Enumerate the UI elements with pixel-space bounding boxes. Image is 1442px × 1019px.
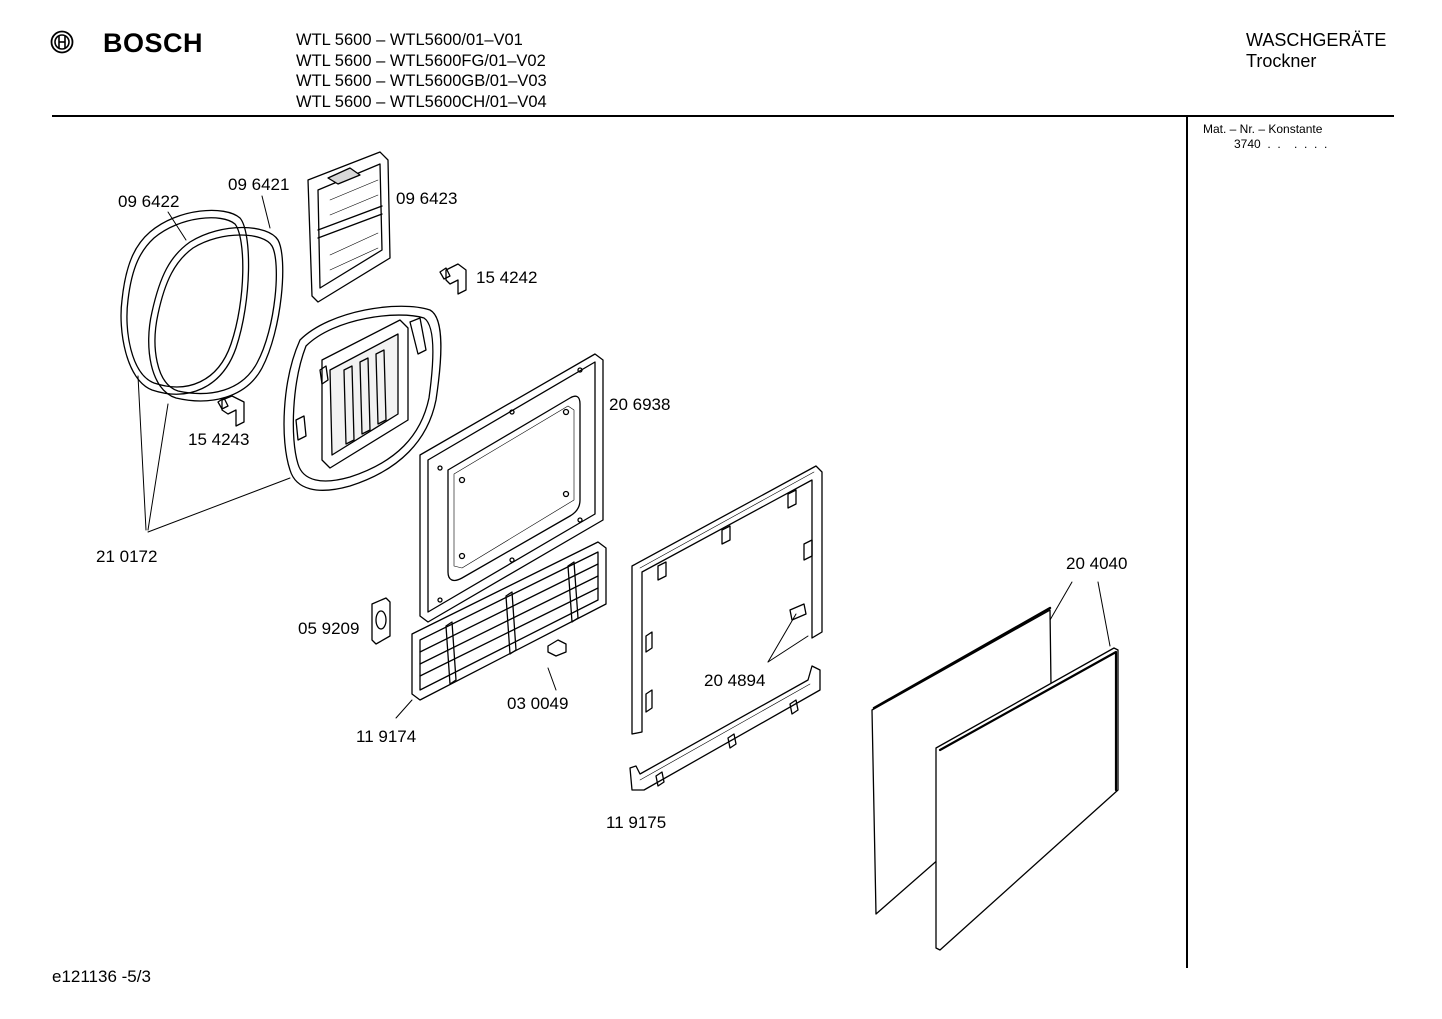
part-label-119174: 11 9174 — [356, 727, 417, 746]
category-title: WASCHGERÄTE — [1246, 30, 1387, 50]
part-label-204894: 20 4894 — [704, 671, 766, 690]
door-seal-outer — [120, 209, 250, 395]
door-seal-inner — [148, 226, 284, 402]
bottom-rail — [629, 665, 821, 791]
door-mount-frame — [631, 465, 823, 735]
category-block: WASCHGERÄTE Trockner — [1246, 30, 1386, 72]
material-constant-value: 3740 . . . . . . — [1234, 137, 1328, 151]
part-label-030049: 03 0049 — [507, 694, 569, 713]
front-panel — [419, 353, 604, 623]
subcategory-title: Trockner — [1246, 51, 1317, 71]
leader-lines — [137, 195, 1111, 719]
part-label-154242: 15 4242 — [476, 268, 538, 287]
part-label-096421: 09 6421 — [228, 175, 290, 194]
part-label-096423: 09 6423 — [396, 189, 458, 208]
model-list: WTL 5600 – WTL5600/01–V01 WTL 5600 – WTL… — [296, 30, 547, 112]
material-constant-panel: Mat. – Nr. – Konstante 3740 . . . . . . — [1203, 122, 1327, 152]
hinge-upper — [439, 263, 467, 295]
material-constant-label: Mat. – Nr. – Konstante — [1203, 122, 1323, 136]
lint-filter — [307, 151, 391, 303]
brand-name: BOSCH — [103, 28, 204, 58]
model-line: WTL 5600 – WTL5600CH/01–V04 — [296, 92, 547, 111]
drawing-code: e121136 -5/3 — [52, 967, 151, 986]
side-divider — [1186, 117, 1188, 968]
part-label-059209: 05 9209 — [298, 619, 360, 638]
model-line: WTL 5600 – WTL5600FG/01–V02 — [296, 51, 546, 70]
door-frame — [283, 305, 442, 491]
part-label-204040: 20 4040 — [1066, 554, 1128, 573]
part-label-096422: 09 6422 — [118, 192, 180, 211]
bosch-logo-icon — [50, 30, 74, 54]
grille-panel — [411, 541, 607, 701]
hinge-lower — [217, 395, 245, 427]
part-label-119175: 11 9175 — [606, 813, 667, 832]
model-line: WTL 5600 – WTL5600GB/01–V03 — [296, 72, 547, 90]
lamp-holder — [371, 597, 391, 645]
side-panel-front — [935, 647, 1119, 951]
clip — [547, 639, 567, 657]
part-label-206938: 20 6938 — [609, 395, 671, 414]
header-divider — [52, 115, 1394, 117]
model-line: WTL 5600 – WTL5600/01–V01 — [296, 31, 523, 49]
part-label-210172: 21 0172 — [96, 547, 158, 566]
part-label-154243: 15 4243 — [188, 430, 250, 449]
